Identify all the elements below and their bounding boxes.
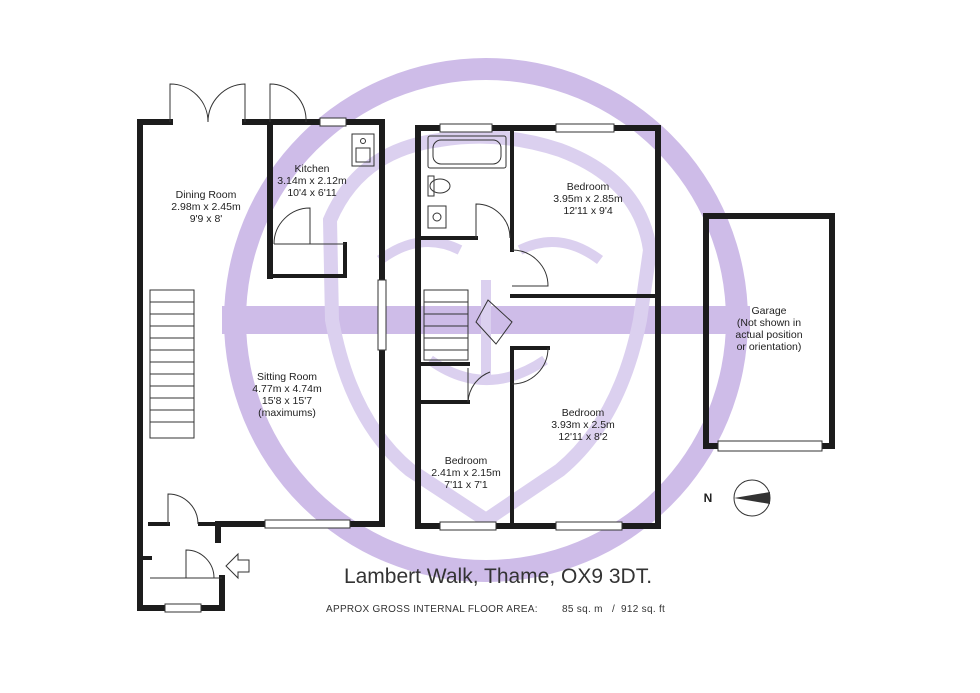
property-address: Lambert Walk, Thame, OX9 3DT. <box>344 565 652 588</box>
room-dining: Dining Room 2.98m x 2.45m 9'9 x 8' <box>171 189 241 225</box>
room-garage: Garage (Not shown in actual position or … <box>735 305 802 353</box>
basin-bowl <box>432 212 442 222</box>
compass-needle-icon <box>734 492 770 504</box>
kitchen-imperial: 10'4 x 6'11 <box>287 187 337 199</box>
sink-bowl <box>355 147 371 163</box>
bath-inner <box>432 139 502 165</box>
kitchen-wall <box>268 234 347 278</box>
room-bedroom-2: Bedroom 3.93m x 2.5m 12'11 x 8'2 <box>551 407 615 443</box>
bathroom-door <box>475 203 511 239</box>
hall-door <box>167 493 199 525</box>
room-kitchen: Kitchen 3.14m x 2.12m 10'4 x 6'11 <box>277 163 347 199</box>
bedroom3-window <box>439 521 497 531</box>
floor-area-label: APPROX GROSS INTERNAL FLOOR AREA: <box>326 604 538 615</box>
watermark-logo <box>222 58 750 582</box>
side-window <box>377 279 387 351</box>
bedroom2-door <box>511 347 549 385</box>
kitchen-metric: 3.14m x 2.12m <box>277 175 347 187</box>
first-floor <box>415 123 661 531</box>
ground-floor-bottom-wall <box>215 521 268 543</box>
front-door <box>150 549 222 579</box>
bedroom1-name: Bedroom <box>567 181 610 193</box>
bedroom3-door <box>467 368 491 403</box>
landing-cupboard <box>475 299 513 345</box>
sitting-room-metric: 4.77m x 4.74m <box>252 383 322 395</box>
bedroom3-name: Bedroom <box>445 455 488 467</box>
ground-floor <box>137 83 387 613</box>
landing-walls <box>510 294 550 350</box>
porch-window <box>164 603 202 613</box>
sitting-room-imperial: 15'8 x 15'7 <box>262 395 312 407</box>
kitchen-door <box>273 207 345 245</box>
garage-door <box>717 440 823 452</box>
bedroom2-name: Bedroom <box>562 407 605 419</box>
bathroom-window <box>439 123 493 133</box>
bedroom1-metric: 3.95m x 2.85m <box>553 193 623 205</box>
ground-floor-stairs <box>149 289 195 439</box>
floor-area-separator: / <box>612 604 615 615</box>
kitchen-window <box>319 117 347 127</box>
toilet-cistern <box>427 175 435 197</box>
room-sitting: Sitting Room 4.77m x 4.74m 15'8 x 15'7 (… <box>252 371 322 419</box>
bedroom2-window <box>555 521 623 531</box>
floor-area-line: APPROX GROSS INTERNAL FLOOR AREA: 85 sq.… <box>326 604 665 615</box>
bedroom3-metric: 2.41m x 2.15m <box>431 467 501 479</box>
garage-outer-wall <box>703 213 835 449</box>
dining-room-metric: 2.98m x 2.45m <box>171 201 241 213</box>
back-door <box>269 83 307 123</box>
bedroom2-metric: 3.93m x 2.5m <box>551 419 615 431</box>
kitchen-sink <box>351 133 375 167</box>
ground-floor-left-wall <box>137 119 225 611</box>
room-bedroom-3: Bedroom 2.41m x 2.15m 7'11 x 7'1 <box>431 455 501 491</box>
bedroom1-door <box>511 249 549 287</box>
toilet <box>429 178 451 194</box>
sink-drain <box>360 138 366 144</box>
garage-name: Garage <box>751 305 786 317</box>
first-floor-stairs <box>423 289 469 361</box>
watermark-lion-head <box>322 129 658 529</box>
sitting-room-note: (maximums) <box>258 407 316 419</box>
french-doors <box>169 83 246 123</box>
garage-note-line1: (Not shown in <box>737 317 801 329</box>
compass: N <box>704 479 771 517</box>
floor-area-imperial: 912 sq. ft <box>621 604 665 615</box>
dining-room-name: Dining Room <box>176 189 237 201</box>
bedroom1-window <box>555 123 615 133</box>
kitchen-name: Kitchen <box>294 163 329 175</box>
room-bedroom-1: Bedroom 3.95m x 2.85m 12'11 x 9'4 <box>553 181 623 217</box>
entrance-arrow-icon <box>225 552 250 580</box>
sitting-room-name: Sitting Room <box>257 371 317 383</box>
garage-note-line2: actual position <box>735 329 802 341</box>
bedroom3-imperial: 7'11 x 7'1 <box>444 479 488 491</box>
garage-note-line3: or orientation) <box>737 341 802 353</box>
bath <box>427 135 507 169</box>
bedroom2-imperial: 12'11 x 8'2 <box>558 431 608 443</box>
bedroom1-imperial: 12'11 x 9'4 <box>563 205 613 217</box>
floor-area-metric: 85 sq. m <box>562 604 603 615</box>
basin <box>427 205 447 229</box>
compass-north-label: N <box>704 491 713 505</box>
sitting-room-window <box>264 519 351 529</box>
garage <box>703 213 835 452</box>
dining-room-imperial: 9'9 x 8' <box>190 213 223 225</box>
